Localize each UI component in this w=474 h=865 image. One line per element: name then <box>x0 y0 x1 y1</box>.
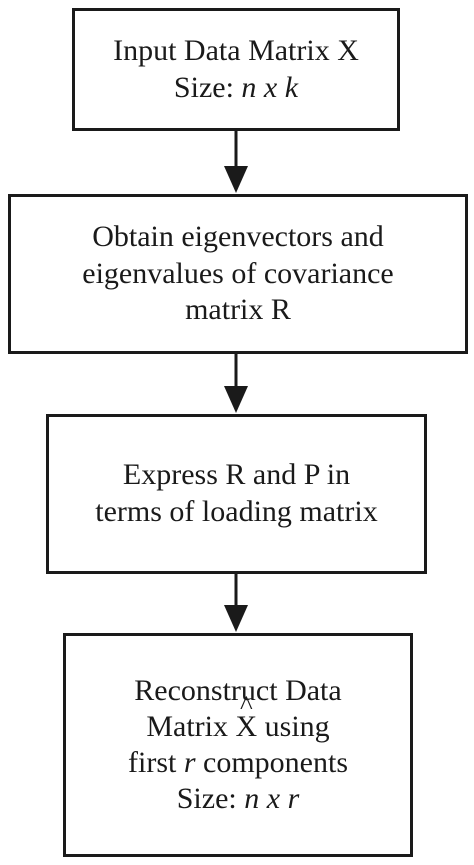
step-4-first-label: first <box>128 746 184 779</box>
step-4-size-label: Size: <box>176 782 245 815</box>
arrow-3 <box>224 574 248 632</box>
x-hat-symbol: ^X <box>235 692 258 745</box>
step-4-r-variable: r <box>183 746 196 779</box>
step-1-line-1: Input Data Matrix X <box>113 33 359 67</box>
step-obtain-eigenvectors: Obtain eigenvectors and eigenvalues of c… <box>8 194 468 354</box>
step-4-matrix-prefix: Matrix <box>146 710 236 743</box>
step-4-line-1: Reconstruct Data <box>134 674 342 707</box>
step-2-line-1: Obtain eigenvectors and <box>92 220 384 254</box>
x-hat-letter: X <box>235 710 258 743</box>
arrow-1 <box>224 131 248 193</box>
step-4-components-label: components <box>195 746 348 779</box>
step-4-matrix-suffix: using <box>257 710 330 743</box>
step-2-line-2: eigenvalues of covariance <box>82 256 394 290</box>
step-4-size-dims: n x r <box>244 782 300 815</box>
step-3-line-2: terms of loading matrix <box>95 495 378 528</box>
step-4-line-4: Size: n x r <box>177 781 300 817</box>
step-4-line-3: first r components <box>128 745 348 781</box>
step-3-line-1: Express R and P in <box>122 458 351 492</box>
step-2-line-3: matrix R <box>185 293 291 327</box>
step-4-line-2: Matrix ^X using <box>146 692 330 745</box>
step-1-size-label: Size: <box>173 70 242 104</box>
x-hat-accent: ^ <box>239 690 253 721</box>
step-express-loading-matrix: Express R and P in terms of loading matr… <box>46 414 427 574</box>
step-reconstruct-data-matrix: Reconstruct Data Matrix ^X using first r… <box>63 633 413 857</box>
step-1-line-2: Size: n x k <box>174 70 298 107</box>
arrow-2 <box>224 354 248 413</box>
step-1-size-dims: n x k <box>241 70 299 104</box>
step-input-data-matrix: Input Data Matrix X Size: n x k <box>72 8 400 131</box>
